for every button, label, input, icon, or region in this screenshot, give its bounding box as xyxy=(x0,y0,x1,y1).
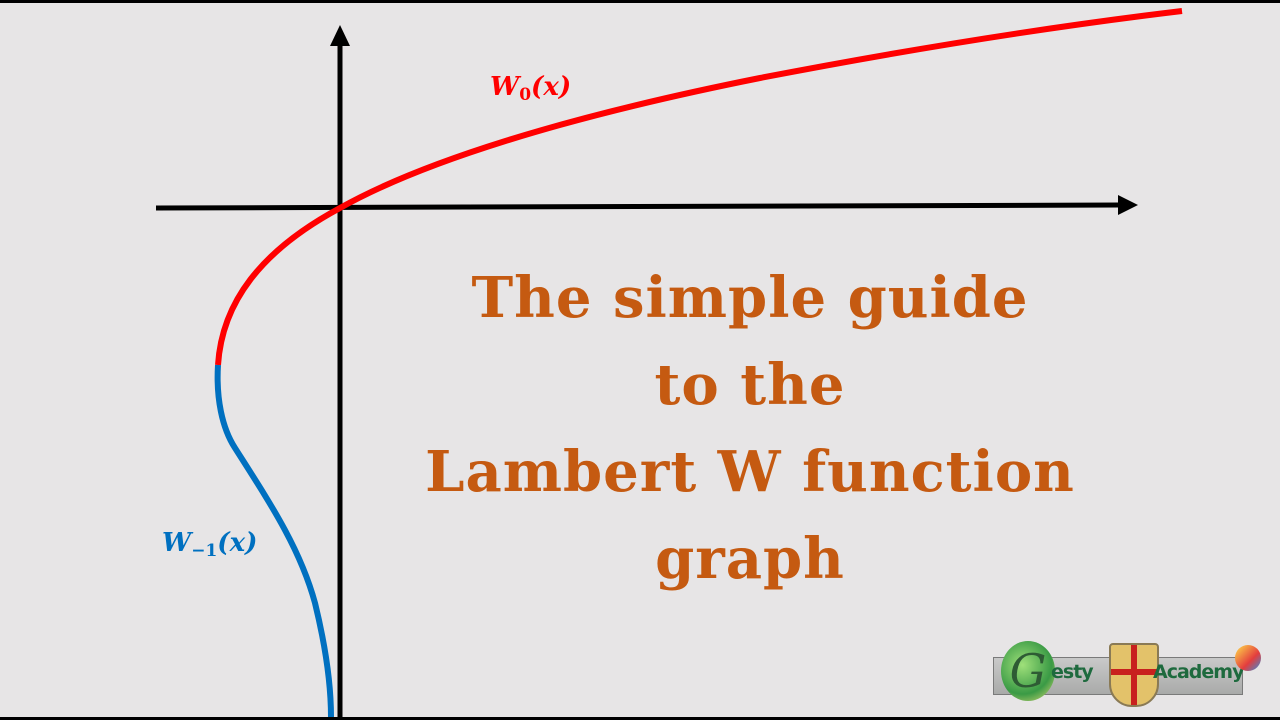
lambert-w-graph xyxy=(155,8,1183,717)
wm1-branch-curve xyxy=(214,364,334,717)
wm1-label-arg: (x) xyxy=(217,528,258,558)
logo-crest-shield-icon xyxy=(1109,643,1159,707)
wm1-label: W−1(x) xyxy=(162,530,257,560)
w0-label-base: W xyxy=(490,72,520,102)
x-axis-arrow-icon xyxy=(1118,195,1138,215)
wm1-label-sub: −1 xyxy=(191,541,218,561)
title-line-3: Lambert W function xyxy=(425,439,1075,505)
logo-g-emblem-icon: G xyxy=(1001,641,1055,701)
title-line-2: to the xyxy=(654,352,846,418)
w0-branch-curve xyxy=(215,8,1183,366)
gresty-academy-logo: G esty Academy xyxy=(993,637,1263,715)
w0-label-sub: 0 xyxy=(519,85,532,105)
w0-label: W0(x) xyxy=(490,74,571,104)
logo-text-right: Academy xyxy=(1153,661,1244,683)
w0-label-arg: (x) xyxy=(531,72,572,102)
y-axis-arrow-icon xyxy=(330,25,350,46)
title-line-4: graph xyxy=(655,526,845,592)
logo-text-left: esty xyxy=(1051,661,1094,683)
title-line-1: The simple guide xyxy=(471,265,1029,331)
x-axis xyxy=(155,202,1121,211)
page-title: The simple guide to the Lambert W functi… xyxy=(380,255,1120,603)
slide: W0(x) W−1(x) The simple guide to the Lam… xyxy=(0,3,1280,717)
wm1-label-base: W xyxy=(162,528,192,558)
logo-mascot-icon xyxy=(1235,645,1261,671)
